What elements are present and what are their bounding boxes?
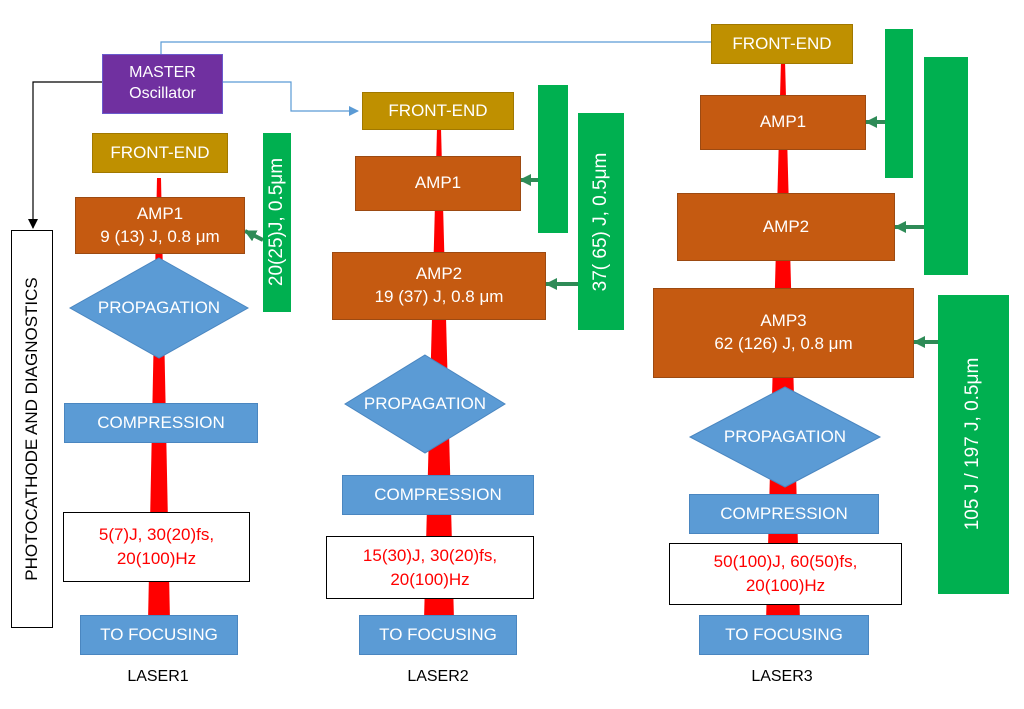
photocathode-label: PHOTOCATHODE AND DIAGNOSTICS: [22, 277, 41, 581]
laser2-amp2-title: AMP2: [415, 264, 463, 284]
laser2-output-line2: 20(100)Hz: [390, 569, 470, 589]
laser2-pump-label: 37( 65) J, 0.5μm: [590, 152, 611, 292]
laser1-to-focusing: TO FOCUSING: [80, 615, 238, 655]
laser3-propagation-diamond: [688, 386, 882, 488]
laser1-output-line2: 20(100)Hz: [116, 549, 197, 568]
laser2-amp2: AMP2 19 (37) J, 0.8 μm: [332, 252, 546, 320]
laser3-amp3-title: AMP3: [760, 311, 807, 331]
pump-arrow-laser1: [244, 229, 264, 242]
laser1-compression: COMPRESSION: [64, 403, 258, 443]
laser3-compression: COMPRESSION: [689, 494, 879, 534]
laser1-output-line1: 5(7)J, 30(20)fs,: [98, 525, 215, 545]
master-oscillator: MASTER Oscillator: [102, 54, 223, 114]
laser2-label: LASER2: [407, 668, 469, 685]
laser1-propagation-label: PROPAGATION: [97, 298, 221, 317]
laser1-label: LASER1: [127, 668, 189, 685]
laser2-propagation-diamond: [344, 354, 506, 454]
laser2-compression: COMPRESSION: [342, 475, 534, 515]
laser2-front-end: FRONT-END: [362, 92, 514, 130]
laser2-amp1: AMP1: [355, 156, 521, 211]
master-to-frontend3-line: [160, 41, 711, 54]
laser2-output: 15(30)J, 30(20)fs, 20(100)Hz: [326, 536, 534, 599]
laser2-propagation-label: PROPAGATION: [363, 394, 487, 413]
master-to-photocathode-line: [28, 81, 102, 229]
laser3-output-line1: 50(100)J, 60(50)fs,: [713, 552, 858, 572]
laser3-pump-amp3: [938, 295, 1009, 594]
laser3-output: 50(100)J, 60(50)fs, 20(100)Hz: [669, 543, 902, 605]
master-to-frontend2-line: [223, 81, 359, 116]
laser3-front-end: FRONT-END: [711, 24, 853, 64]
photocathode-diagnostics-box: [11, 230, 53, 628]
laser2-output-line1: 15(30)J, 30(20)fs,: [362, 545, 498, 565]
laser2-pump-amp2: [578, 113, 624, 330]
laser3-pump-amp1: [885, 29, 913, 178]
laser1-amp1-spec: 9 (13) J, 0.8 μm: [100, 226, 220, 246]
laser3-label: LASER3: [751, 668, 813, 685]
laser1-beam: [148, 178, 170, 622]
master-label-line2: Oscillator: [129, 85, 196, 102]
laser3-amp2: AMP2: [677, 193, 895, 261]
laser3-output-line2: 20(100)Hz: [745, 576, 826, 595]
laser2-pump-amp1: [538, 85, 568, 233]
laser3-propagation-label: PROPAGATION: [723, 427, 847, 446]
laser1-front-end: FRONT-END: [92, 133, 228, 173]
laser1-propagation-diamond: [68, 257, 250, 359]
laser3-amp3: AMP3 62 (126) J, 0.8 μm: [653, 288, 914, 378]
laser3-amp3-spec: 62 (126) J, 0.8 μm: [714, 334, 853, 353]
laser1-pump-label: 20(25)J, 0.5μm: [266, 157, 287, 287]
laser1-pump: [263, 133, 291, 312]
laser1-amp1-title: AMP1: [136, 203, 184, 223]
laser3-amp1: AMP1: [700, 95, 866, 150]
master-label-line1: MASTER: [129, 64, 196, 82]
laser3-pump-amp2: [924, 57, 968, 275]
laser3-pump-label: 105 J / 197 J, 0.5μm: [962, 357, 983, 531]
laser3-to-focusing: TO FOCUSING: [699, 615, 869, 655]
laser1-amp1: AMP1 9 (13) J, 0.8 μm: [75, 197, 245, 254]
laser1-output: 5(7)J, 30(20)fs, 20(100)Hz: [63, 512, 250, 582]
laser2-amp2-spec: 19 (37) J, 0.8 μm: [374, 287, 504, 306]
laser2-to-focusing: TO FOCUSING: [359, 615, 517, 655]
